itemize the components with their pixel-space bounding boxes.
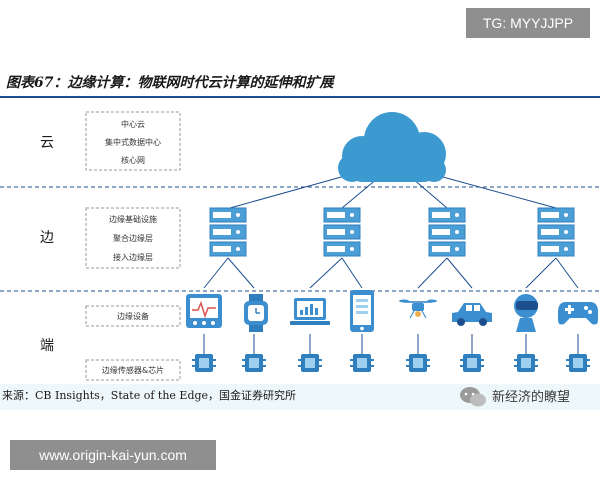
- edge-sensors-label: 边缘传感器&芯片: [102, 365, 164, 375]
- edge-box-line-3: 接入边缘层: [113, 252, 153, 262]
- smartwatch-icon: [244, 294, 268, 332]
- title-underline: [0, 96, 600, 98]
- chip-icon: [350, 354, 374, 372]
- edge-box-line-1: 边缘基础设施: [109, 214, 157, 224]
- layer-label-cloud: 云: [40, 135, 54, 151]
- chip-icon: [566, 354, 590, 372]
- server-rack-2-icon: [323, 207, 361, 257]
- car-icon: [452, 303, 492, 326]
- source-bar: 来源：CB Insights，State of the Edge，国金证券研究所…: [0, 384, 600, 410]
- wechat-logo-icon: [460, 387, 486, 407]
- server-rack-1-icon: [209, 207, 247, 257]
- layer-label-edge: 边: [40, 230, 54, 246]
- medical-monitor-icon: [186, 294, 222, 328]
- wechat-caption: 新经济的瞭望: [492, 390, 571, 405]
- cloud-icon: [338, 112, 446, 182]
- gamepad-icon: [558, 302, 598, 325]
- chip-icon: [406, 354, 430, 372]
- watermark-top: TG: MYYJJPP: [466, 8, 590, 38]
- edge-computing-diagram: 云 边 端 中心云 集中式数据中心 核心网 边缘基础设施 聚合边缘层 接入边缘层…: [0, 98, 600, 386]
- edge-devices-box: [85, 305, 181, 327]
- edge-sensors-box: [85, 359, 181, 381]
- source-note: 来源：CB Insights，State of the Edge，国金证券研究所: [2, 389, 297, 402]
- laptop-icon: [290, 298, 330, 325]
- network-links: [203, 173, 579, 354]
- edge-layer-box: [85, 207, 181, 269]
- chip-icon: [192, 354, 216, 372]
- watermark-bottom: www.origin-kai-yun.com: [10, 440, 216, 470]
- cloud-box-line-2: 集中式数据中心: [105, 137, 161, 147]
- diagram-canvas: 云 边 端 中心云 集中式数据中心 核心网 边缘基础设施 聚合边缘层 接入边缘层…: [0, 111, 600, 381]
- layer-label-end: 端: [40, 338, 54, 354]
- chip-icon: [514, 354, 538, 372]
- edge-chips: [192, 354, 590, 372]
- chip-icon: [298, 354, 322, 372]
- vr-user-icon: [514, 294, 538, 332]
- edge-devices-label: 边缘设备: [117, 311, 149, 321]
- server-rack-3-icon: [428, 207, 466, 257]
- cloud-box-line-1: 中心云: [121, 119, 145, 129]
- cloud-layer-box: [85, 111, 181, 171]
- edge-box-line-2: 聚合边缘层: [113, 233, 153, 243]
- cloud-box-line-3: 核心网: [121, 155, 145, 165]
- figure-title: 图表67：边缘计算：物联网时代云计算的延伸和扩展: [6, 75, 334, 91]
- chip-icon: [460, 354, 484, 372]
- server-rack-4-icon: [537, 207, 575, 257]
- smartphone-icon: [350, 290, 374, 332]
- drone-icon: [399, 299, 437, 319]
- wechat-watermark: 新经济的瞭望: [456, 384, 596, 410]
- chip-icon: [242, 354, 266, 372]
